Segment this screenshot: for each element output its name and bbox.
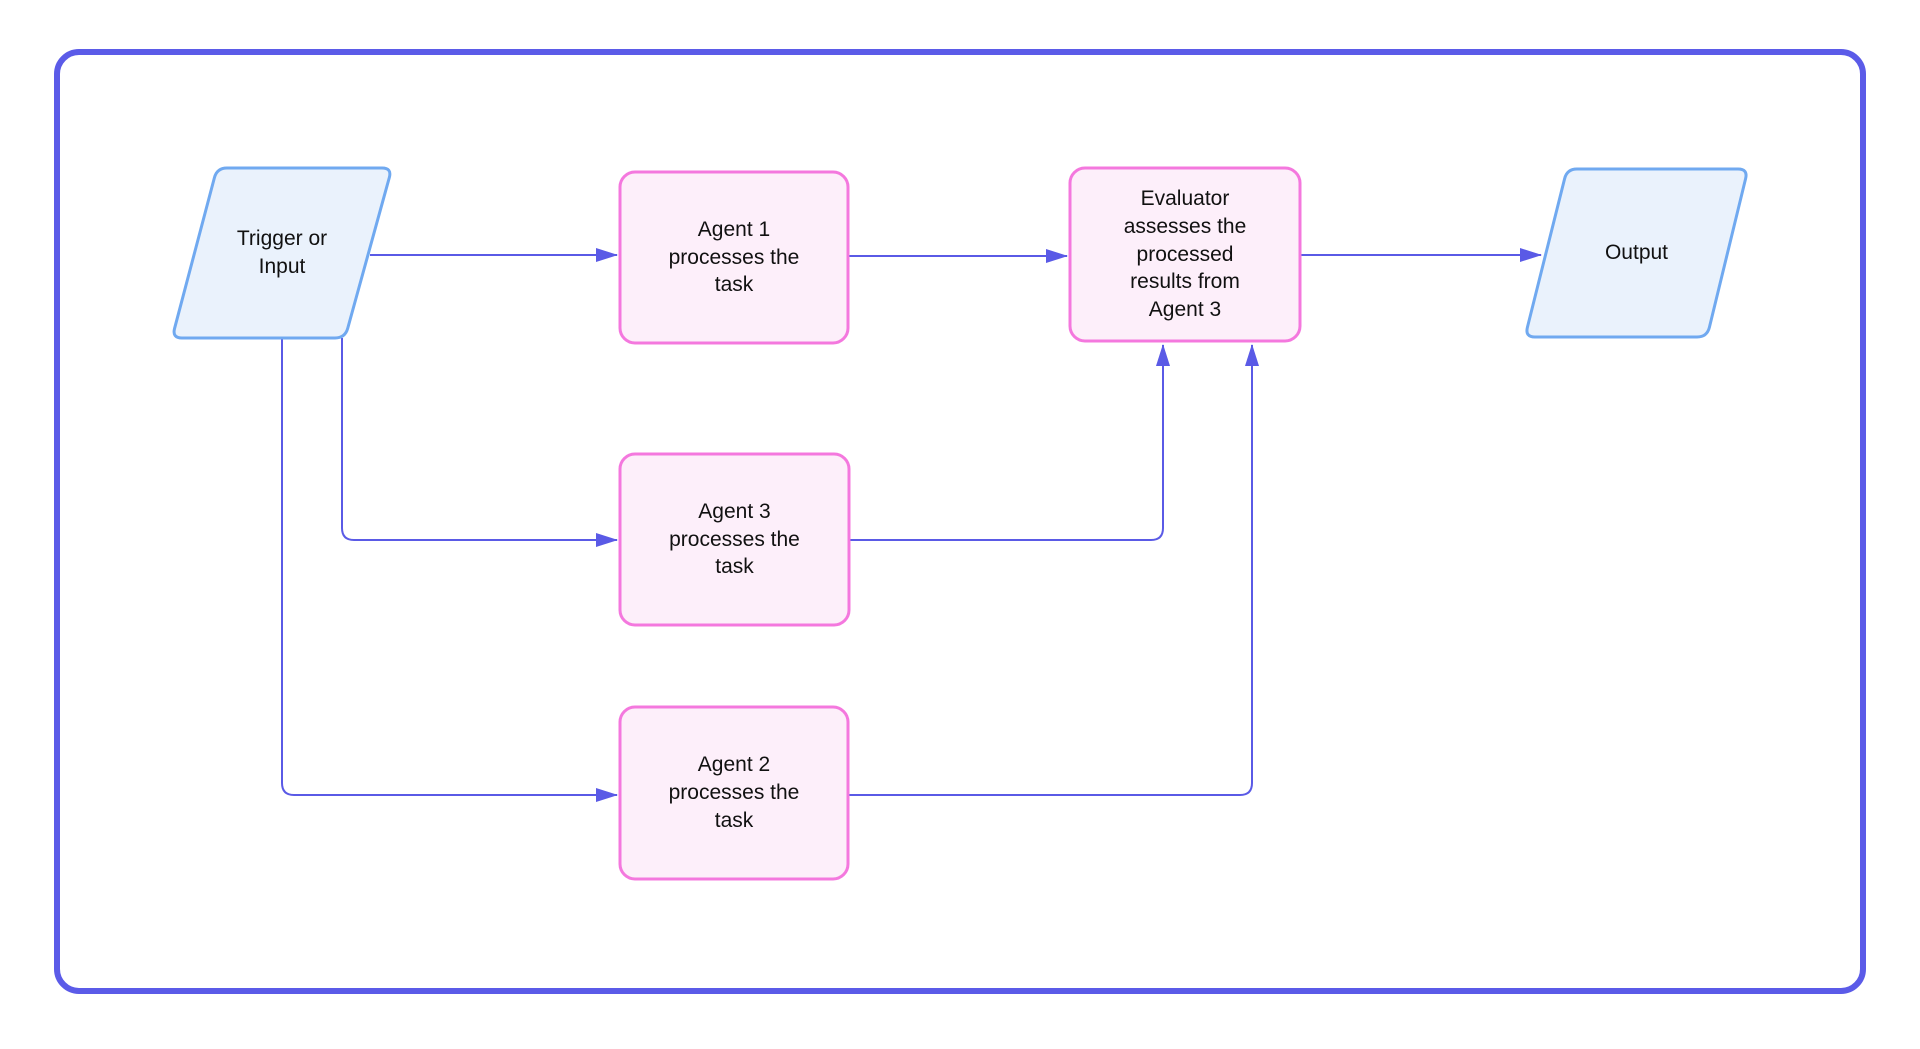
output-shape bbox=[1525, 167, 1748, 339]
node-agent2-label: Agent 2 processes the task bbox=[668, 753, 800, 832]
edge-trigger-to-agent2 bbox=[281, 338, 618, 802]
evaluator-shape bbox=[1068, 166, 1302, 343]
node-evaluator-label: Evaluator assesses the processed results… bbox=[1123, 186, 1247, 322]
edge-agent3-to-evaluator bbox=[849, 344, 1170, 541]
edge-trigger-to-agent3 bbox=[341, 338, 618, 547]
agent2-shape bbox=[618, 705, 850, 881]
edge-agent2-to-evaluator bbox=[848, 344, 1259, 796]
node-output-label: Output bbox=[1604, 241, 1669, 265]
trigger-input-shape bbox=[172, 166, 392, 340]
node-agent3-label: Agent 3 processes the task bbox=[669, 499, 800, 579]
node-agent1-label: Agent 1 processes the task bbox=[668, 217, 800, 297]
agent1-shape bbox=[618, 170, 850, 345]
agent3-shape bbox=[618, 452, 851, 627]
workflow-boundary bbox=[54, 49, 1866, 994]
node-trigger-input-label: Trigger or Input bbox=[236, 227, 328, 278]
